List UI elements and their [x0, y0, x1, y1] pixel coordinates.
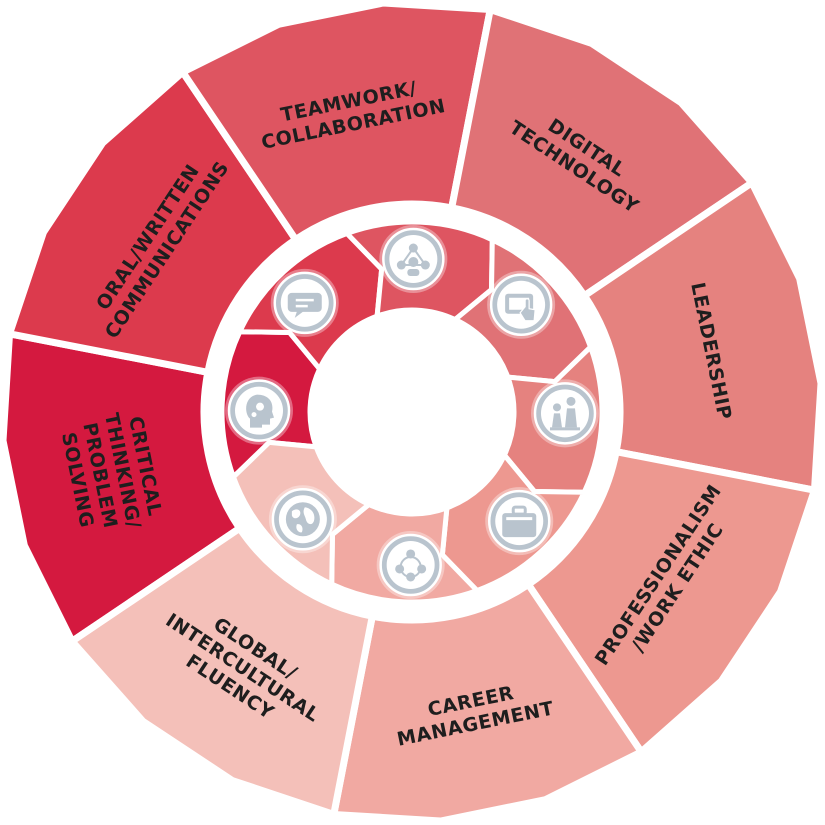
segment-leadership [579, 177, 825, 495]
segment-career [329, 579, 647, 825]
speech-bubble-icon [270, 268, 339, 337]
segment-global [66, 523, 377, 820]
segment-oral [4, 66, 301, 377]
head-gears-icon [225, 376, 294, 445]
segment-digital [447, 4, 758, 301]
pawn-leader-icon [530, 379, 599, 448]
briefcase-icon [485, 487, 554, 556]
globe-icon [268, 485, 337, 554]
people-circle-icon [376, 530, 445, 599]
tablet-touch-icon [487, 270, 556, 339]
center-hub [310, 310, 514, 514]
segment-professionalism [523, 447, 820, 758]
segment-teamwork [177, 0, 495, 245]
team-network-icon [379, 225, 448, 294]
